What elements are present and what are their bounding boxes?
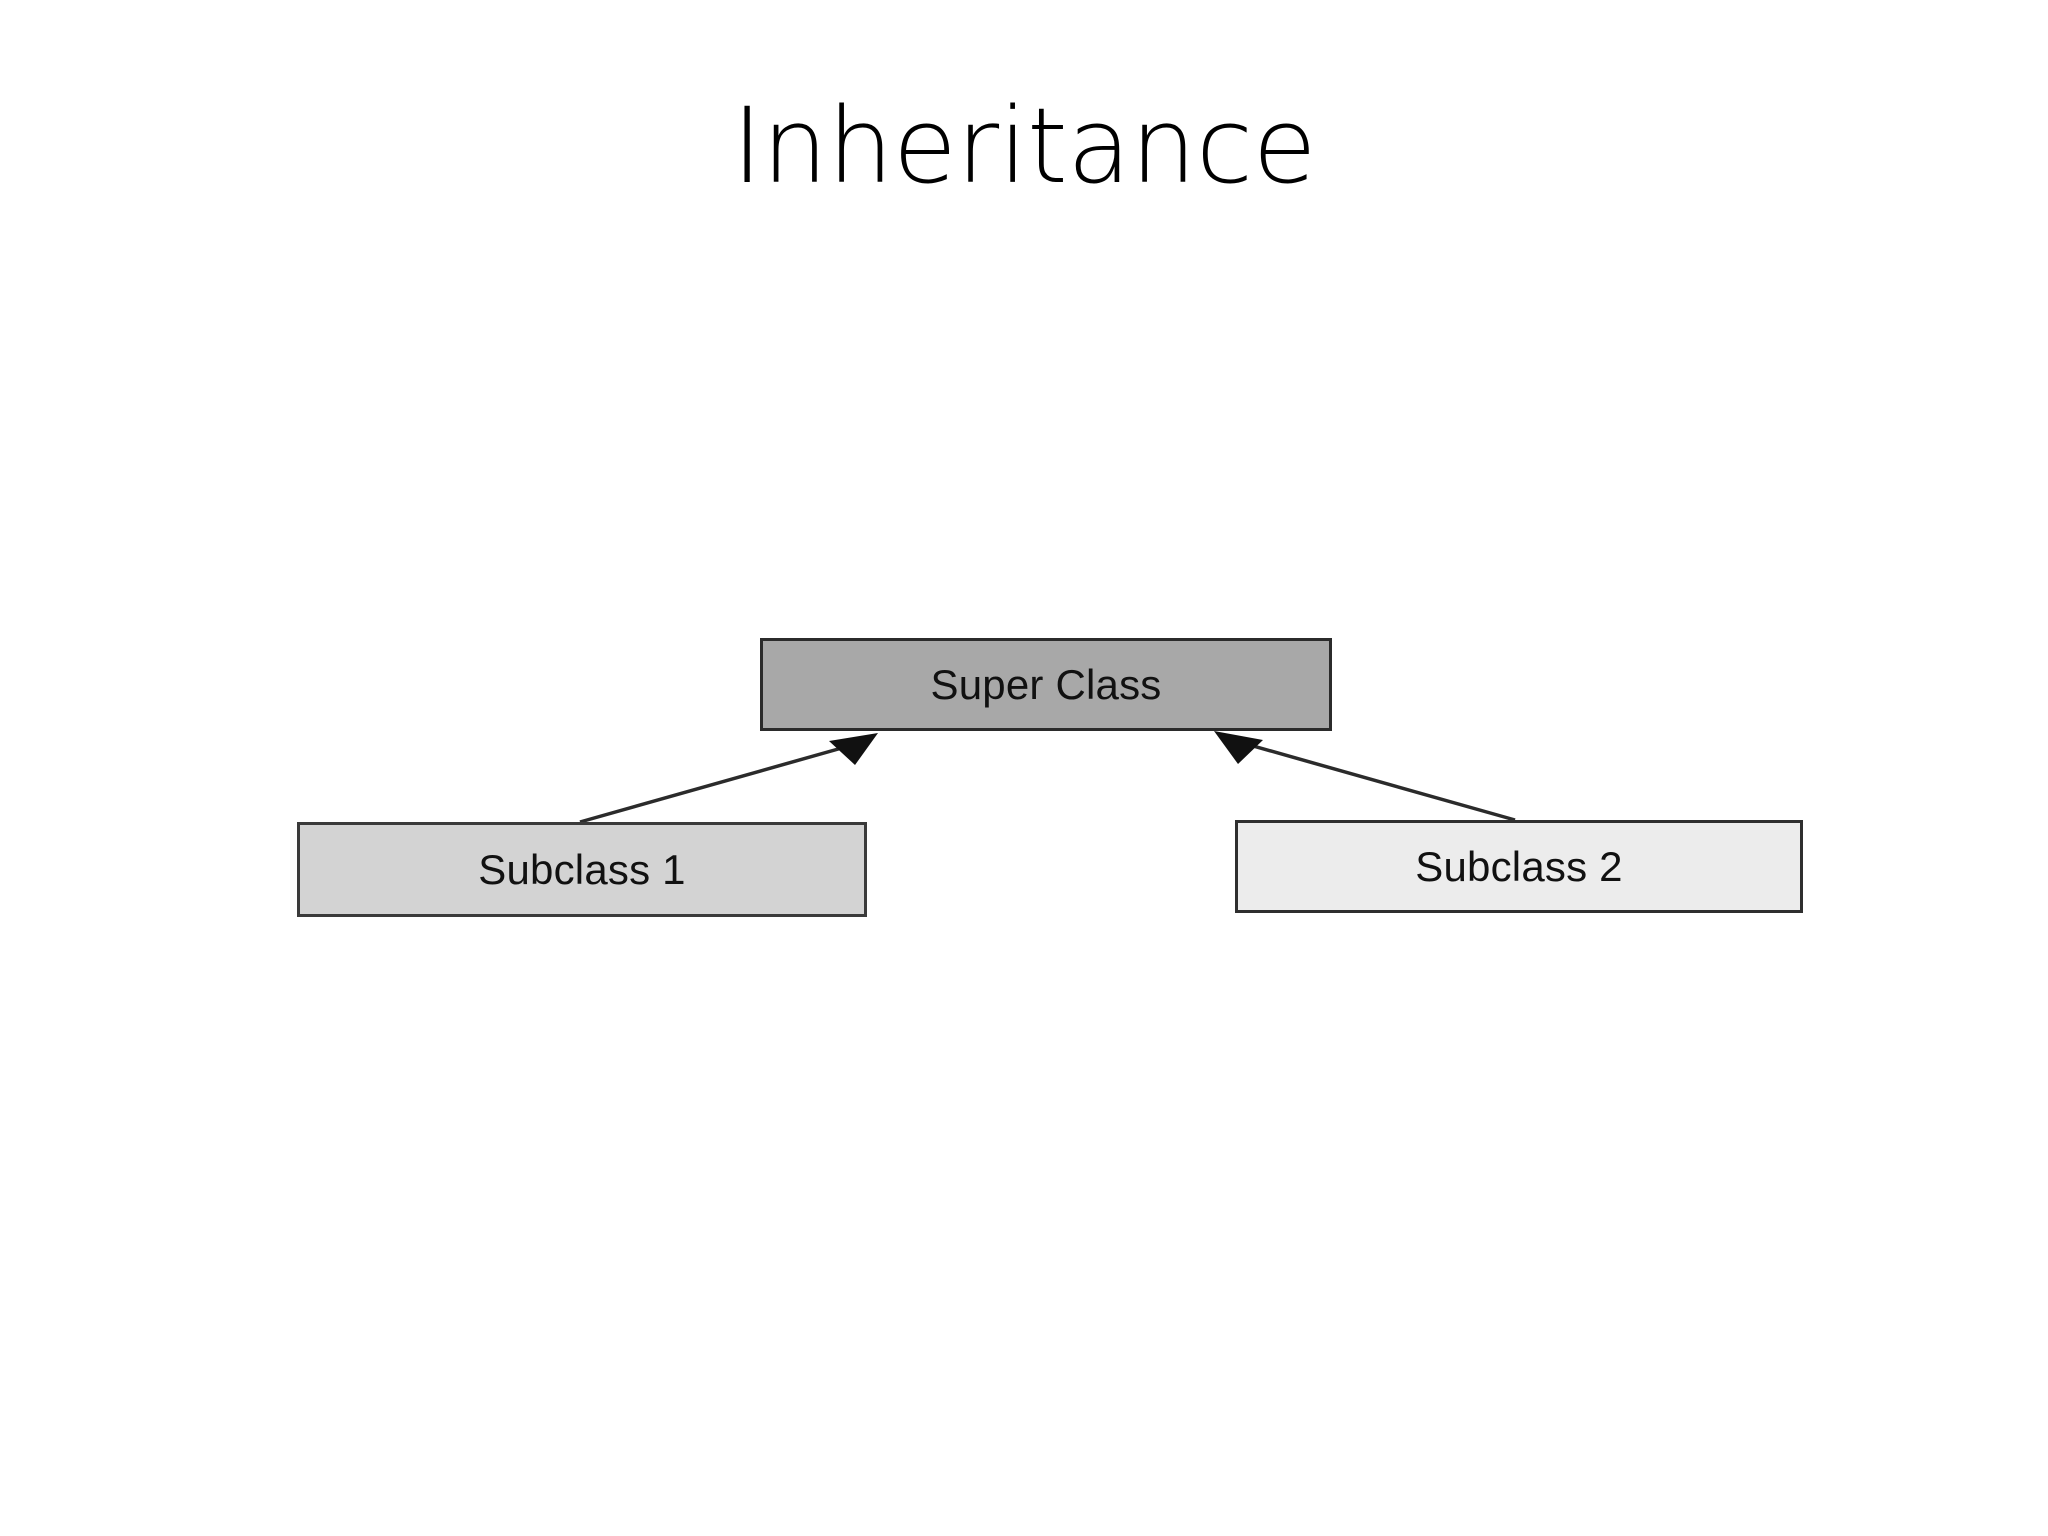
edge-subclass-1-to-super (579, 733, 878, 824)
class-node-subclass-1[interactable]: Subclass 1 (297, 822, 867, 917)
edge-subclass-2-to-super (1214, 731, 1516, 822)
class-node-super-class[interactable]: Super Class (760, 638, 1332, 731)
arrowhead-subclass-2 (1214, 731, 1263, 764)
class-node-subclass-2[interactable]: Subclass 2 (1235, 820, 1803, 913)
class-node-label-super-class: Super Class (930, 660, 1162, 708)
class-node-label-subclass-2: Subclass 2 (1415, 842, 1623, 890)
page-title: Inheritance (731, 85, 1317, 207)
edge-line-subclass-1 (579, 740, 864, 824)
edge-line-subclass-2 (1231, 738, 1516, 822)
class-node-label-subclass-1: Subclass 1 (478, 845, 686, 893)
arrowhead-subclass-1 (829, 733, 878, 765)
